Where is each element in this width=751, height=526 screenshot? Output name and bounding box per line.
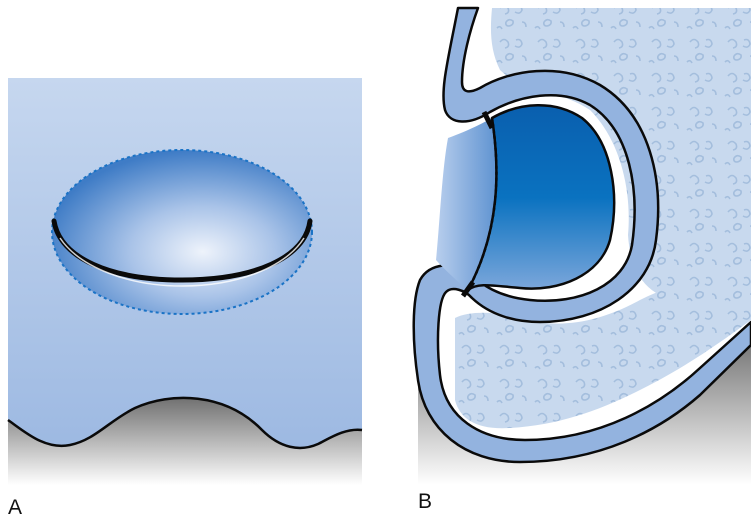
panel-a (8, 78, 362, 485)
panel-b-label: B (418, 490, 432, 514)
panel-b (414, 8, 751, 485)
panel-a-label: A (8, 496, 22, 520)
